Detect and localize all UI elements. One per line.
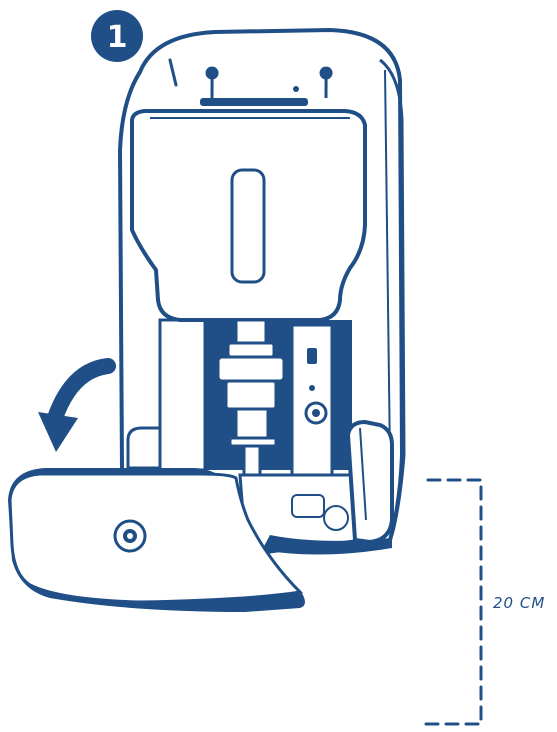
- soap-reservoir: [130, 109, 367, 322]
- front-cover: [8, 468, 305, 612]
- dimension-bracket: 20 CM: [422, 478, 545, 726]
- step-badge: 1: [91, 10, 143, 62]
- rotate-arrow-icon: [38, 358, 116, 452]
- dimension-label: 20 CM: [493, 594, 545, 612]
- pump-assembly: [216, 318, 286, 478]
- hanging-holes: [205, 66, 333, 99]
- hinge-clips: [126, 419, 394, 545]
- step-number: 1: [107, 20, 128, 55]
- cover-lock-icon: [113, 519, 147, 553]
